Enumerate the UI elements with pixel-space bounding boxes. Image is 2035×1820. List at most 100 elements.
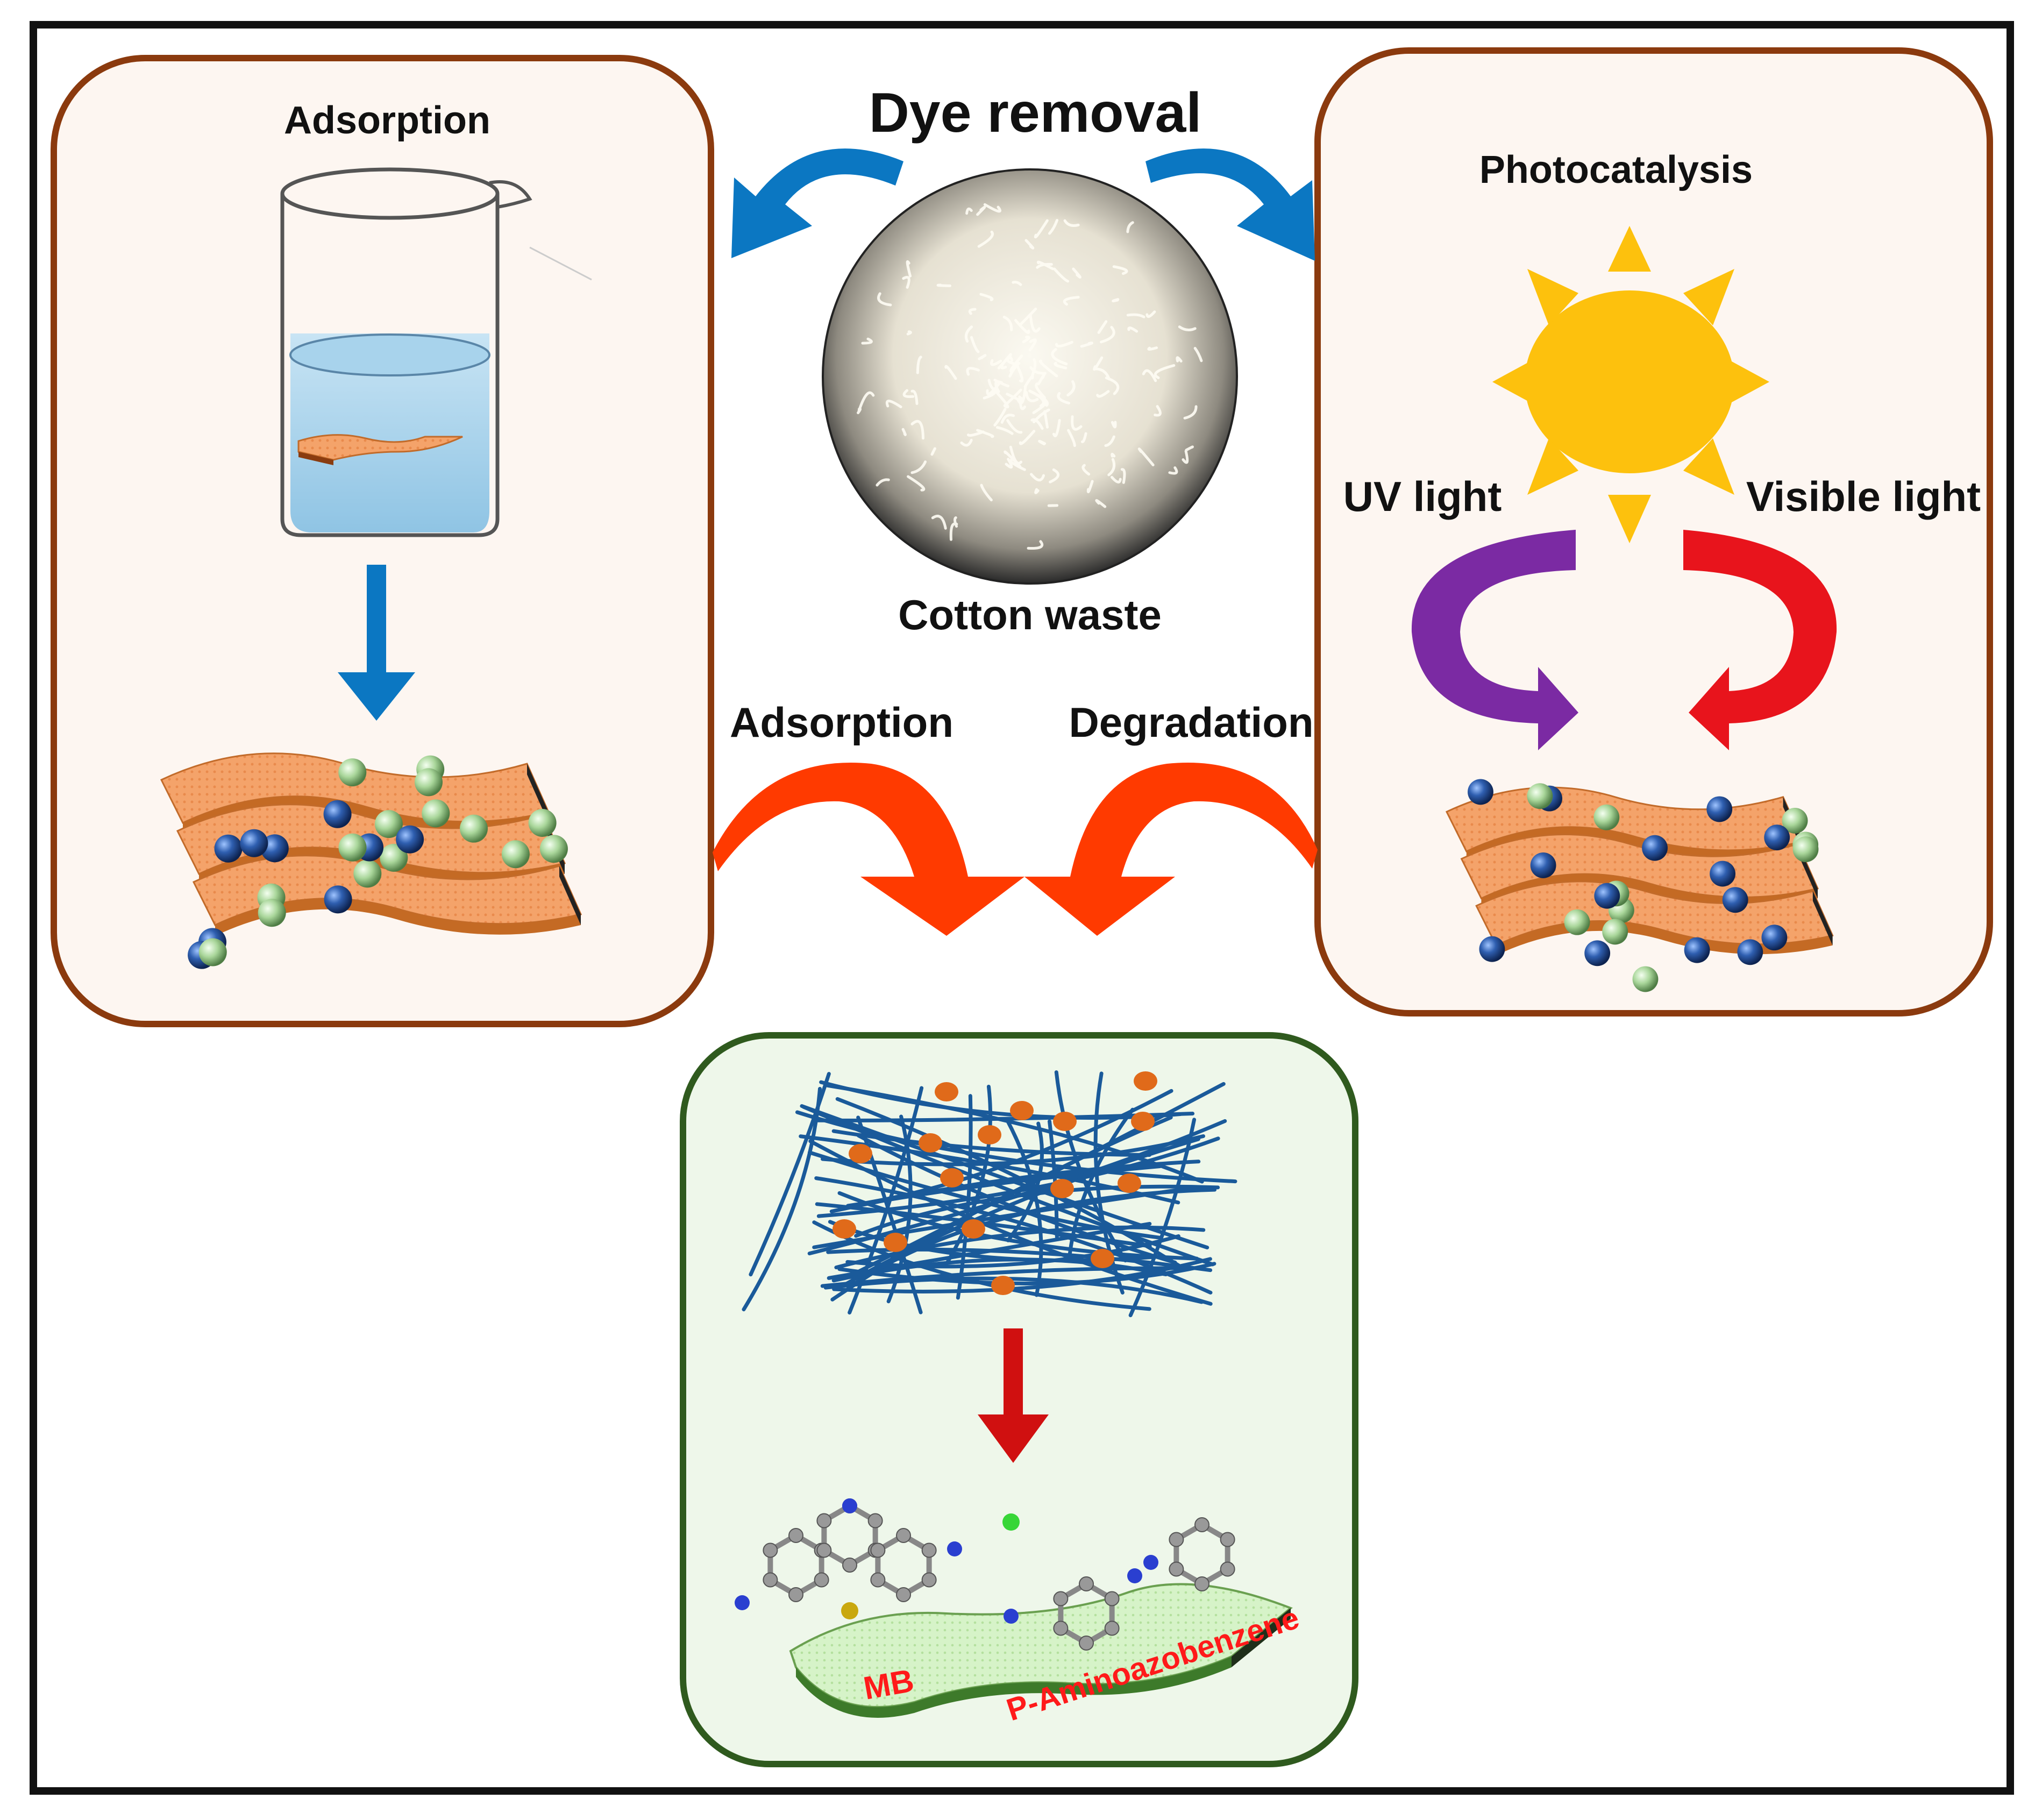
atom bbox=[1054, 1622, 1068, 1636]
atom bbox=[789, 1588, 803, 1602]
adsorbed-particle bbox=[324, 885, 352, 913]
atom bbox=[896, 1588, 910, 1602]
nanoparticle-dot bbox=[1050, 1179, 1074, 1198]
adsorbed-particle bbox=[1564, 909, 1590, 935]
atom bbox=[843, 1558, 857, 1572]
adsorbed-particle bbox=[502, 840, 530, 868]
nanoparticle-dot bbox=[991, 1276, 1015, 1295]
adsorbed-particle bbox=[540, 835, 568, 863]
nanoparticle-dot bbox=[1134, 1071, 1157, 1091]
adsorbed-particle bbox=[353, 859, 381, 887]
nanoparticle-dot bbox=[1131, 1112, 1155, 1131]
adsorbed-particle bbox=[1793, 836, 1819, 862]
cotton-waste-label: Cotton waste bbox=[898, 591, 1162, 638]
cotton-strand bbox=[858, 409, 860, 413]
adsorbed-particle bbox=[1723, 887, 1748, 913]
adsorbed-particle bbox=[1737, 939, 1763, 965]
orange-arrow-left bbox=[713, 763, 1024, 936]
adsorbed-particle bbox=[1602, 919, 1628, 944]
nanoparticle-dot bbox=[1010, 1101, 1034, 1120]
orange-arrow-right bbox=[1024, 763, 1318, 936]
cotton-strand bbox=[1112, 454, 1114, 456]
nanoparticle-dot bbox=[919, 1133, 942, 1153]
adsorbed-particle bbox=[415, 768, 443, 796]
adsorbed-particle bbox=[529, 809, 557, 837]
atom bbox=[735, 1595, 750, 1610]
nanoparticle-dot bbox=[940, 1168, 964, 1188]
photocatalysis-panel-title: Photocatalysis bbox=[1479, 148, 1753, 191]
adsorbed-particle bbox=[324, 800, 352, 828]
adsorbed-particle bbox=[1479, 936, 1505, 962]
atom bbox=[841, 1602, 858, 1619]
adsorbed-particle bbox=[1642, 835, 1668, 861]
flow-label-degradation: Degradation bbox=[1069, 699, 1313, 746]
adsorption-panel: Adsorption bbox=[54, 58, 711, 1024]
nanoparticle-dot bbox=[1091, 1249, 1114, 1268]
flow-label-adsorption: Adsorption bbox=[730, 699, 954, 746]
uv-light-label: UV light bbox=[1343, 473, 1502, 520]
atom bbox=[922, 1573, 936, 1587]
photocatalysis-panel: Photocatalysis UV light Visible light bbox=[1318, 51, 1990, 1013]
atom bbox=[1169, 1562, 1183, 1576]
cotton-strand bbox=[1149, 348, 1157, 350]
atom bbox=[1002, 1513, 1020, 1531]
adsorbed-particle bbox=[1710, 861, 1735, 887]
adsorbed-particle bbox=[1764, 824, 1790, 850]
atom bbox=[1004, 1609, 1019, 1624]
adsorbed-particle bbox=[1527, 783, 1553, 809]
atom bbox=[1143, 1555, 1158, 1570]
nanoparticle-dot bbox=[962, 1219, 985, 1239]
atom bbox=[817, 1544, 831, 1558]
atom bbox=[1079, 1636, 1093, 1650]
adsorbed-particle bbox=[1706, 797, 1732, 822]
adsorbed-particle bbox=[1684, 937, 1710, 963]
nanoparticle-dot bbox=[832, 1219, 856, 1239]
atom bbox=[1054, 1592, 1068, 1606]
adsorbed-particle bbox=[240, 829, 268, 857]
cotton-waste-image bbox=[823, 169, 1237, 584]
atom bbox=[1221, 1562, 1235, 1576]
cotton-strand bbox=[938, 285, 950, 286]
adsorbed-particle bbox=[1593, 805, 1619, 830]
adsorbed-particle bbox=[1531, 852, 1556, 878]
atom bbox=[842, 1498, 857, 1513]
atom bbox=[1195, 1518, 1209, 1532]
adsorbed-particle bbox=[339, 834, 367, 862]
nanoparticle-dot bbox=[849, 1144, 872, 1163]
atom bbox=[763, 1544, 777, 1558]
atom bbox=[789, 1528, 803, 1542]
atom bbox=[817, 1514, 831, 1528]
adsorbed-particle bbox=[396, 826, 424, 854]
atom bbox=[896, 1528, 910, 1542]
adsorbed-particle bbox=[258, 899, 286, 927]
atom bbox=[869, 1514, 883, 1528]
adsorbed-particle bbox=[1584, 940, 1610, 966]
cotton-strand bbox=[1113, 300, 1118, 301]
nanoparticle-dot bbox=[935, 1082, 958, 1101]
cotton-strand bbox=[908, 332, 910, 334]
cotton-strand bbox=[1112, 422, 1115, 427]
adsorbed-particle bbox=[460, 815, 488, 843]
adsorbed-particle bbox=[422, 799, 450, 827]
adsorption-panel-title: Adsorption bbox=[284, 99, 490, 142]
atom bbox=[763, 1573, 777, 1587]
atom bbox=[1079, 1577, 1093, 1591]
atom bbox=[1169, 1533, 1183, 1547]
atom bbox=[947, 1541, 962, 1556]
atom bbox=[922, 1544, 936, 1558]
atom bbox=[871, 1544, 885, 1558]
adsorbed-particle bbox=[215, 835, 243, 863]
adsorbed-particle bbox=[1761, 925, 1787, 950]
nanoparticle-dot bbox=[978, 1125, 1001, 1144]
cotton-strand bbox=[1036, 489, 1038, 493]
adsorbed-particle bbox=[338, 758, 366, 786]
visible-light-label: Visible light bbox=[1746, 473, 1981, 520]
diagram-title: Dye removal bbox=[869, 82, 1202, 144]
atom bbox=[1195, 1577, 1209, 1591]
atom bbox=[815, 1573, 829, 1587]
adsorbed-particle bbox=[1468, 779, 1493, 805]
atom bbox=[1105, 1592, 1119, 1606]
atom bbox=[871, 1573, 885, 1587]
nanocomposite-panel: MB P-Aminoazobenzene bbox=[683, 1035, 1355, 1764]
